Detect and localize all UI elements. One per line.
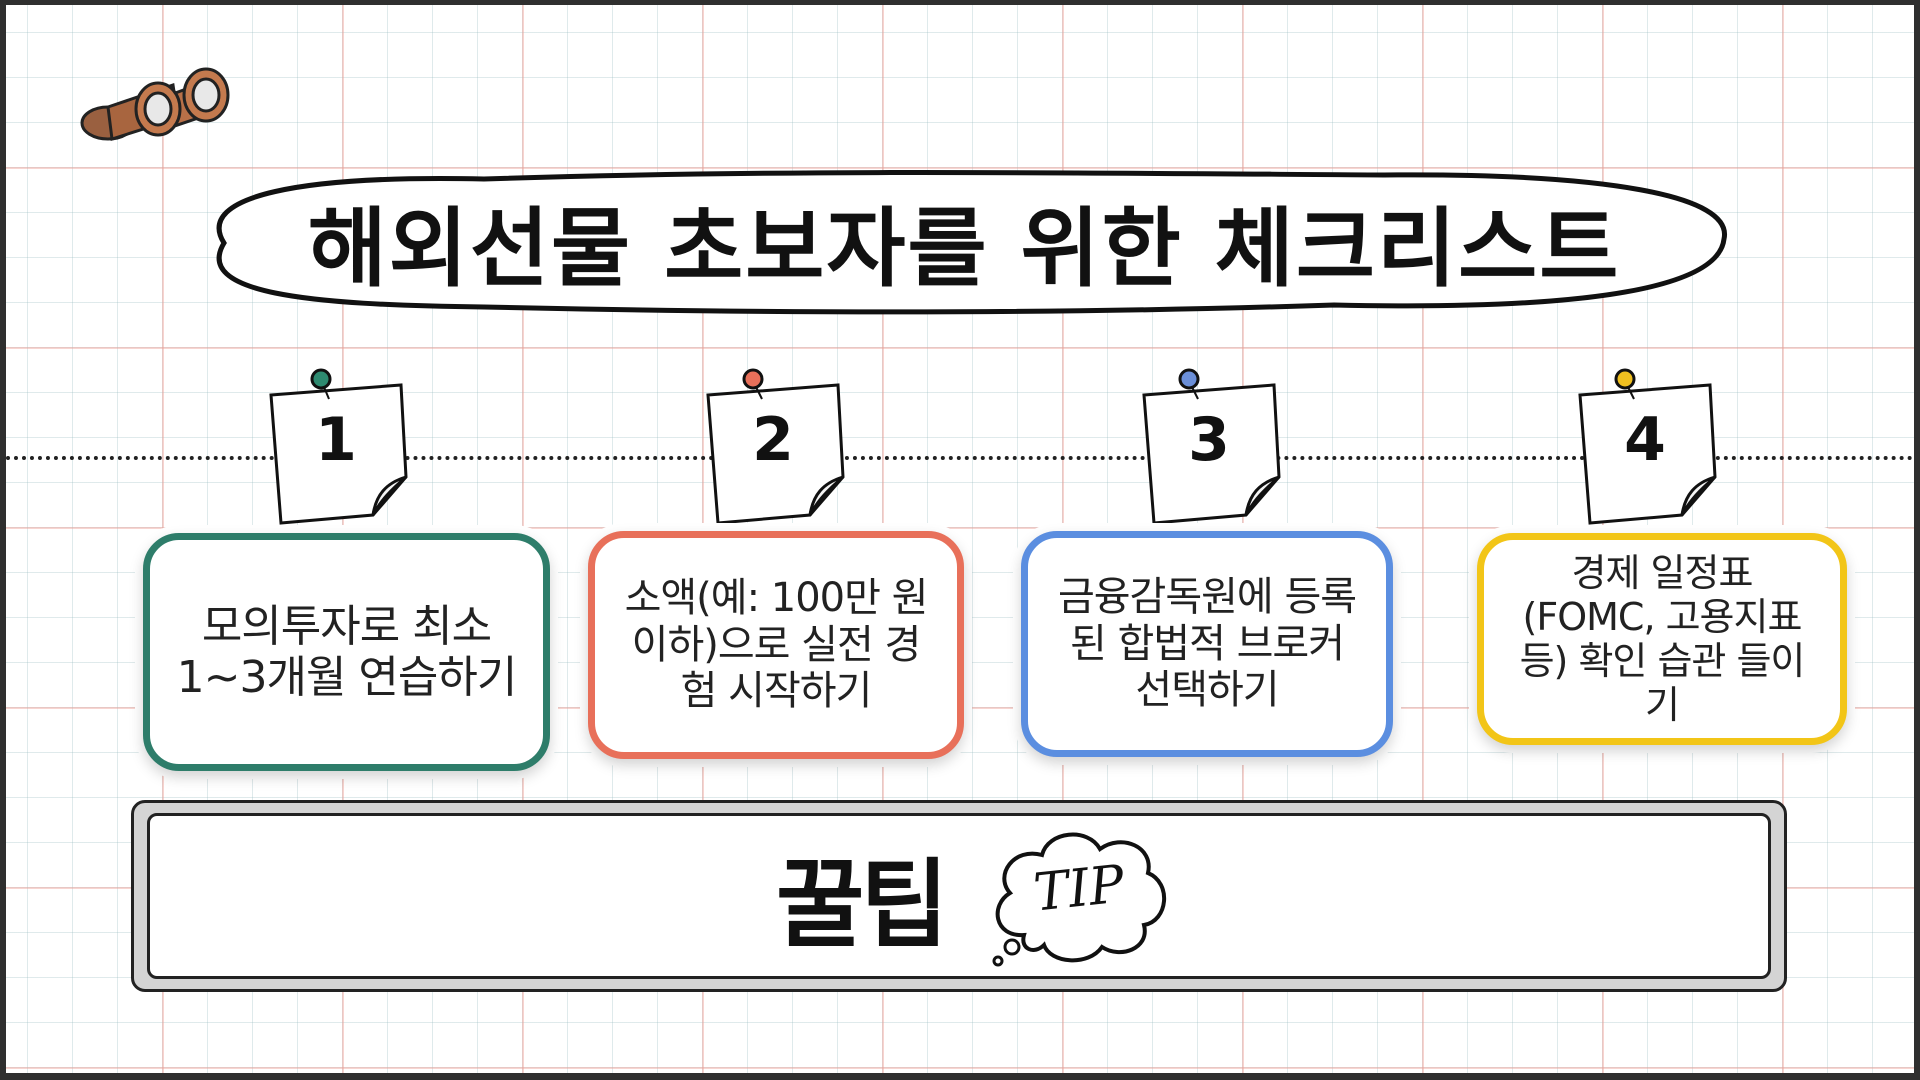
step-number: 1 — [315, 405, 357, 475]
step-number: 3 — [1188, 405, 1230, 475]
step-card-2: 소액(예: 100만 원 이하)으로 실전 경험 시작하기 — [588, 531, 964, 759]
step-note-4: 4 — [1570, 365, 1720, 525]
cloud-icon: TIP — [984, 825, 1174, 975]
tip-banner-inner — [147, 813, 1771, 979]
step-note-1: 1 — [261, 365, 411, 525]
title-bubble — [216, 170, 1727, 315]
slide: 해외선물 초보자를 위한 체크리스트 1 2 3 — [6, 5, 1914, 1073]
step-card-3: 금융감독원에 등록된 합법적 브로커 선택하기 — [1021, 531, 1393, 757]
step-note-3: 3 — [1134, 365, 1284, 525]
page-title: 해외선물 초보자를 위한 체크리스트 — [307, 198, 1621, 299]
step-number: 4 — [1624, 405, 1666, 475]
step-note-2: 2 — [698, 365, 848, 525]
step-card-4: 경제 일정표(FOMC, 고용지표 등) 확인 습관 들이기 — [1477, 533, 1847, 745]
timeline-divider — [6, 456, 1914, 460]
tip-label: 꿀팁 — [776, 849, 949, 961]
binoculars-icon — [80, 67, 230, 141]
step-number: 2 — [752, 405, 794, 475]
step-card-1: 모의투자로 최소 1~3개월 연습하기 — [143, 533, 550, 771]
